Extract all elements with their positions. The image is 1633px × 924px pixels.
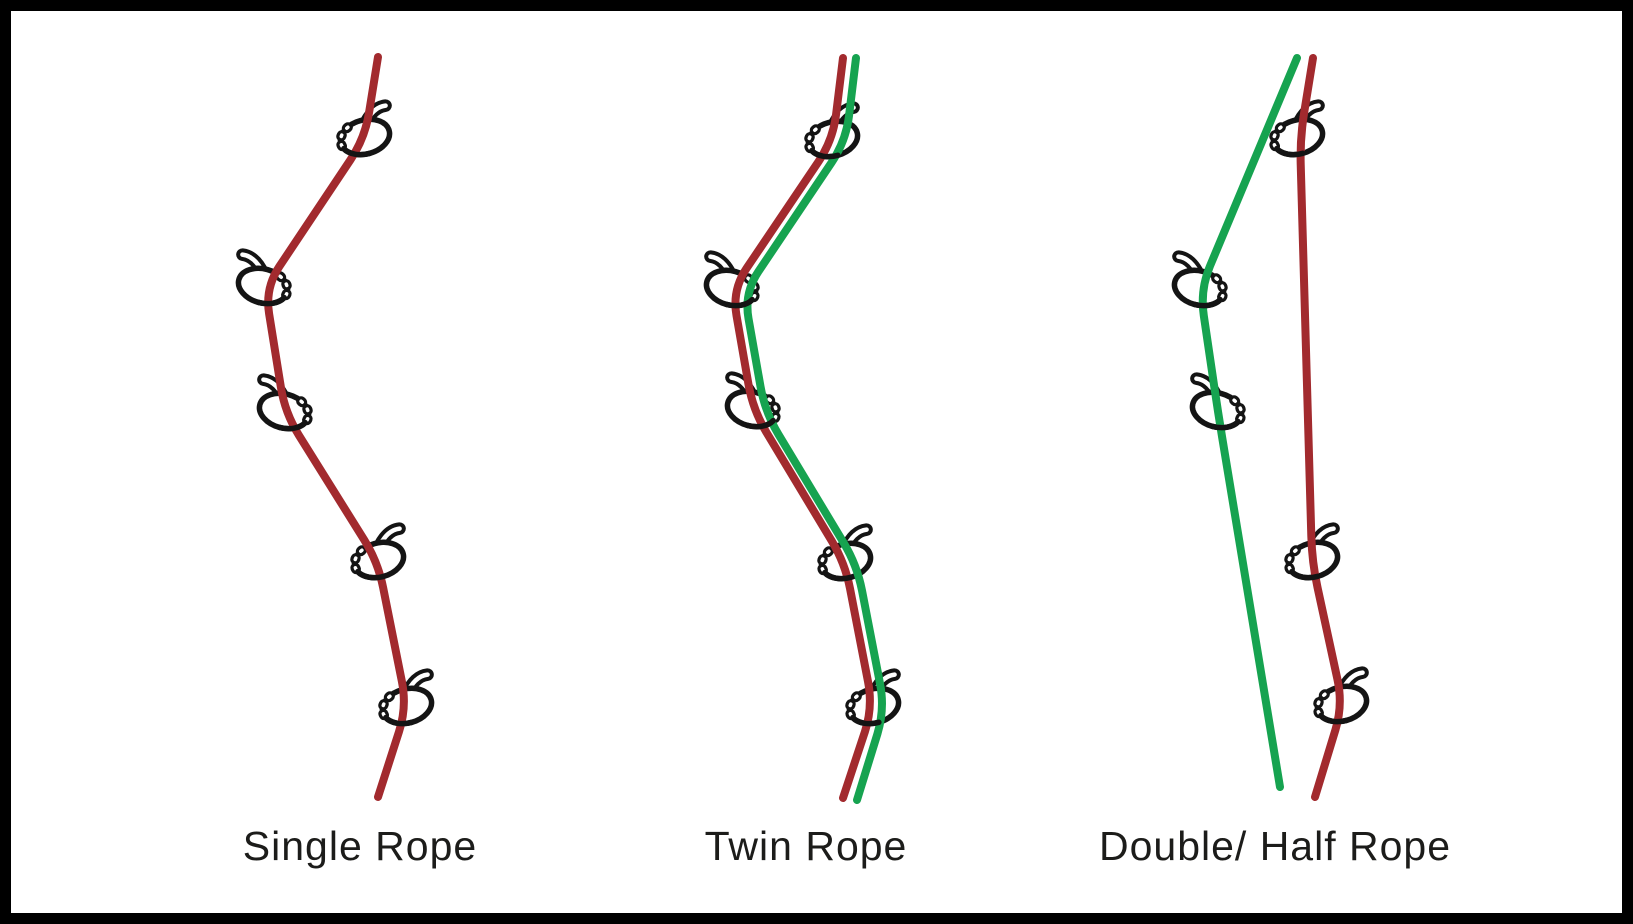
carabiner-gate-beads-inner [1315,691,1328,715]
carabiner-ring-front [355,568,387,581]
panel-label: Twin Rope [705,823,908,869]
carabiner-ring-front [1209,418,1241,431]
carabiner-ring-front [383,714,415,727]
carabiner-ring-front [809,147,841,160]
carabiner-ring-front [744,417,776,430]
carabiner-gate-beads-inner [1286,547,1299,571]
panel: Twin Rope [703,54,908,869]
carabiner-gate-beads-inner [1213,275,1226,299]
carabiner-gate-beads-inner [819,548,832,572]
rope-red [1296,54,1344,801]
carabiner-ring-front [1191,296,1223,309]
carabiner-gate-beads-inner [352,547,365,571]
carabiner-ring-front [723,296,755,309]
carabiner-ring-front [850,714,882,727]
panel-label: Single Rope [243,823,477,869]
carabiner-icon [1171,250,1229,309]
carabiner-ring-front [822,569,854,582]
carabiner-ring-front [1318,712,1350,725]
carabiner-gate-beads-inner [806,126,819,150]
carabiner-gate-beads-inner [380,693,393,717]
panel: Double/ Half Rope [1099,54,1451,869]
carabiner-icon [1268,99,1326,158]
carabiner-gate-beads-inner [766,396,779,420]
panel-label: Double/ Half Rope [1099,823,1451,869]
carabiner-gate-beads-inner [277,273,290,297]
carabiner-ring-front [1289,568,1321,581]
carabiner-gate-beads-inner [847,693,860,717]
carabiner-ring-front [1274,145,1306,158]
carabiner-ring-front [341,145,373,158]
panel: Single Rope [235,53,477,869]
carabiner-gate-beads-inner [1271,124,1284,148]
carabiner-ring-front [276,419,308,432]
carabiner-gate-beads-inner [338,124,351,148]
carabiner-gate-beads-inner [1231,397,1244,421]
carabiner-ring-front [255,294,287,307]
carabiner-gate-beads-inner [298,398,311,422]
